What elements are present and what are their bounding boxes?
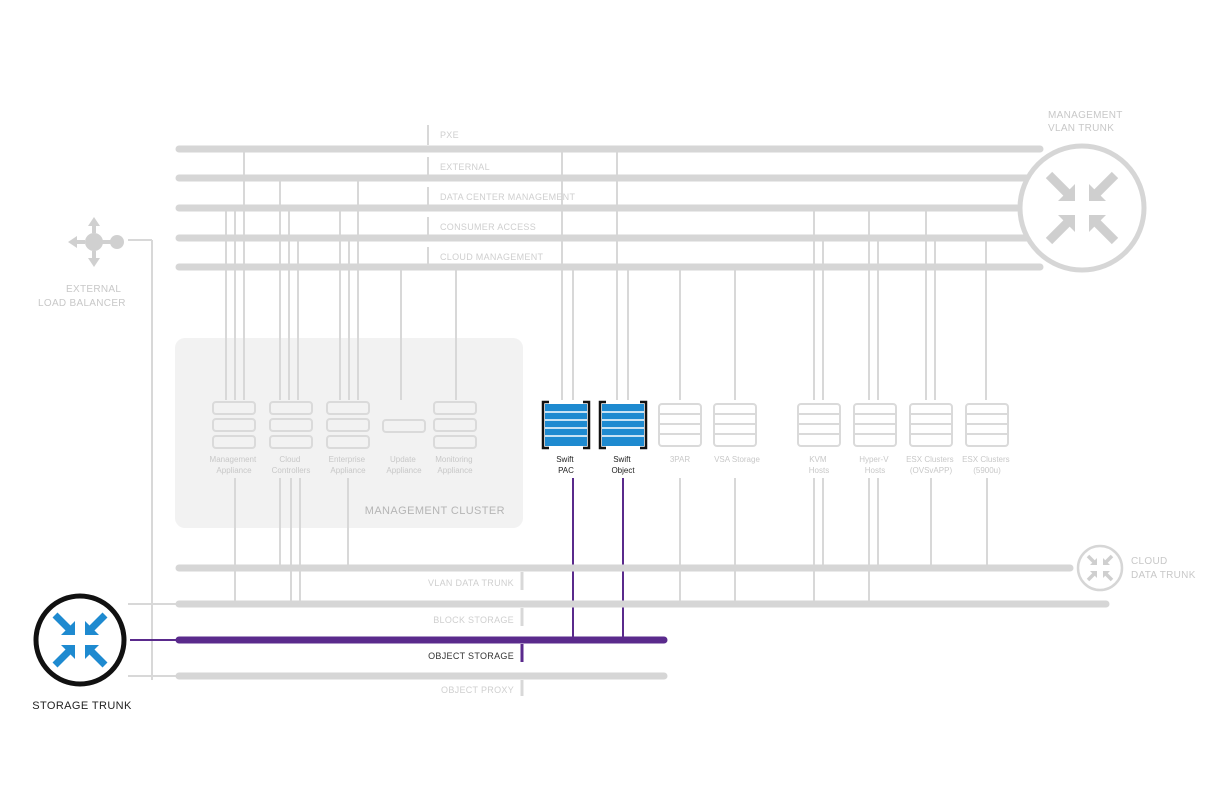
- data-center-management-label: DATA CENTER MANAGEMENT: [440, 192, 575, 202]
- swift-pac-label: Swift PAC: [556, 455, 576, 475]
- esx-ovsvapp-label: ESX Clusters (OVSvAPP): [906, 455, 956, 475]
- cloud-controllers-label: Cloud Controllers: [272, 455, 311, 475]
- hyperv-hosts-label: Hyper-V Hosts: [859, 455, 891, 475]
- threepar-label: 3PAR: [670, 455, 691, 464]
- vlan-data-trunk-label: VLAN DATA TRUNK: [428, 578, 514, 588]
- object-proxy-label: OBJECT PROXY: [441, 685, 514, 695]
- storage-trunk-label: STORAGE TRUNK: [32, 700, 132, 712]
- vsa-storage-server-icon: [713, 403, 757, 447]
- management-appliance-label: Management Appliance: [210, 455, 259, 475]
- hyperv-hosts-server-icon: [853, 403, 897, 447]
- threepar-server-icon: [658, 403, 702, 447]
- management-cluster-label: MANAGEMENT CLUSTER: [365, 505, 505, 517]
- pxe-label: PXE: [440, 130, 459, 140]
- esx-5900u-label: ESX Clusters (5900u): [962, 455, 1012, 475]
- esx-5900u-server-icon: [965, 403, 1009, 447]
- monitoring-appliance-label: Monitoring Appliance: [435, 455, 475, 475]
- management-vlan-trunk-label: MANAGEMENT VLAN TRUNK: [1048, 110, 1126, 134]
- management-cluster-area: [175, 338, 523, 528]
- object-storage-active-links: [130, 478, 624, 641]
- kvm-hosts-label: KVM Hosts: [809, 455, 829, 475]
- enterprise-appliance-label: Enterprise Appliance: [329, 455, 368, 475]
- swift-object-server-icon: [598, 400, 648, 450]
- esx-ovsvapp-server-icon: [909, 403, 953, 447]
- cloud-data-trunk-router-icon: [1076, 544, 1124, 592]
- management-appliance-server-icon: [212, 401, 256, 449]
- vsa-storage-label: VSA Storage: [714, 455, 760, 464]
- storage-trunk-router-icon: [33, 593, 127, 687]
- external-load-balancer-label: EXTERNAL LOAD BALANCER: [38, 284, 126, 309]
- block-storage-label: BLOCK STORAGE: [433, 615, 514, 625]
- monitoring-appliance-server-icon: [433, 401, 477, 449]
- swift-pac-server-icon: [541, 400, 591, 450]
- cloud-management-label: CLOUD MANAGEMENT: [440, 252, 544, 262]
- management-vlan-trunk-router-icon: [1017, 143, 1147, 273]
- swift-object-label: Swift Object: [611, 455, 635, 475]
- update-appliance-server-icon: [382, 419, 426, 433]
- enterprise-appliance-server-icon: [326, 401, 370, 449]
- lower-drop-lines: [128, 478, 988, 677]
- kvm-hosts-server-icon: [797, 403, 841, 447]
- object-storage-label: OBJECT STORAGE: [428, 651, 514, 661]
- external-load-balancer-icon: [68, 217, 124, 267]
- lower-network-bars: [175, 564, 1110, 680]
- update-appliance-label: Update Appliance: [386, 455, 422, 475]
- consumer-access-label: CONSUMER ACCESS: [440, 222, 536, 232]
- upper-network-bars: [175, 145, 1044, 271]
- cloud-controllers-server-icon: [269, 401, 313, 449]
- cloud-data-trunk-label: CLOUD DATA TRUNK: [1131, 556, 1196, 581]
- external-label: EXTERNAL: [440, 162, 490, 172]
